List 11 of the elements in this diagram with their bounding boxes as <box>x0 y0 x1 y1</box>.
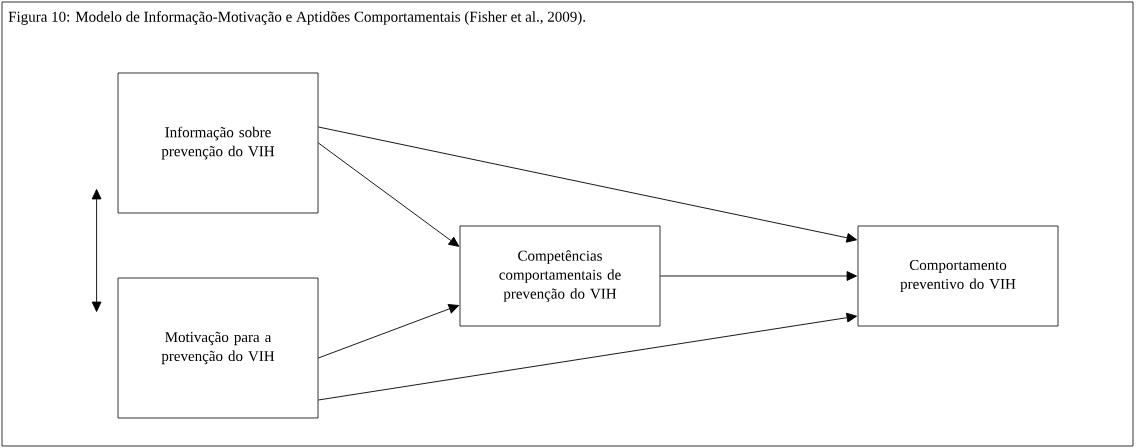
arrow <box>317 304 460 359</box>
process-box: Competências comportamentais de prevenção do VIH <box>459 225 661 327</box>
process-box: Informação sobre prevenção do VIH <box>117 72 319 214</box>
arrow <box>317 142 460 247</box>
arrow <box>317 126 857 243</box>
figure-title: Figura 10: Modelo de Informação-Motivação e Aptidões Comportamentais (Fisher et al., 2009). <box>8 11 586 25</box>
arrow <box>317 312 857 401</box>
arrow <box>91 189 102 312</box>
arrow <box>659 271 857 281</box>
process-box: Comportamento preventivo do VIH <box>857 225 1059 327</box>
process-box: Motivação para a prevenção do VIH <box>117 277 319 419</box>
